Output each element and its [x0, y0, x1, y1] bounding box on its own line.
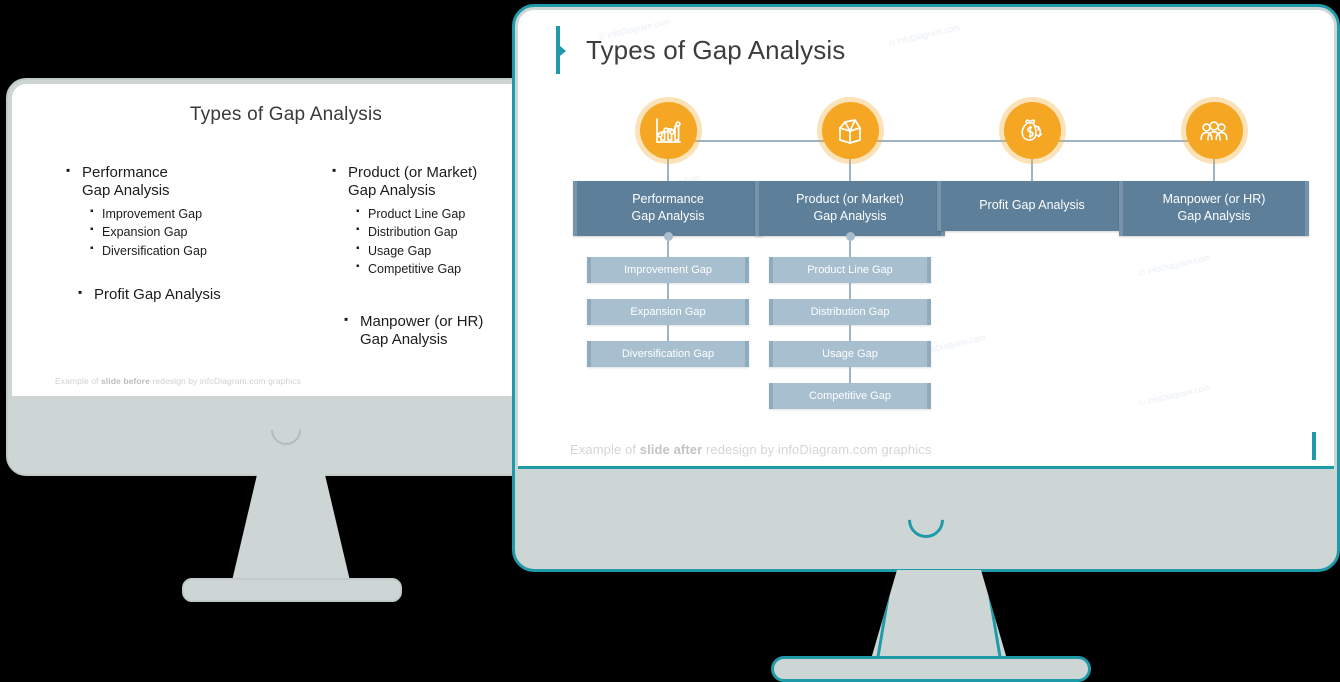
before-footer-prefix: Example of	[55, 376, 101, 386]
before-subitem: Diversification Gap	[90, 242, 286, 261]
sub-stem	[849, 366, 851, 383]
after-footer-bold: slide after	[639, 442, 703, 457]
sub-stem	[667, 282, 669, 299]
spacer	[66, 260, 286, 286]
sub-box[interactable]: Diversification Gap	[587, 340, 749, 367]
node-stem	[1031, 159, 1033, 181]
sub-stem	[849, 324, 851, 341]
before-subitem: Usage Gap	[356, 242, 560, 261]
diagram-node-profit[interactable]: Profit Gap Analysis	[937, 102, 1127, 231]
main-box-line1: Product (or Market)	[796, 192, 904, 206]
before-item-manpower-line1: Manpower (or HR)	[360, 312, 484, 330]
before-subitem: Competitive Gap	[356, 260, 560, 279]
after-slide-header: Types of Gap Analysis	[556, 26, 845, 74]
before-sublist-performance: Improvement Gap Expansion Gap Diversific…	[66, 205, 286, 261]
sub-box-group: Product Line Gap Distribution Gap Usage …	[755, 240, 945, 409]
main-box-label[interactable]: Performance Gap Analysis	[573, 181, 763, 236]
main-box-line1: Manpower (or HR)	[1162, 192, 1266, 206]
before-item-manpower: Manpower (or HR) Gap Analysis	[332, 312, 560, 350]
before-subitem: Product Line Gap	[356, 205, 560, 224]
before-item-product: Product (or Market) Gap Analysis	[332, 163, 560, 201]
before-item-product-line2: Gap Analysis	[348, 182, 436, 200]
diagram-node-product[interactable]: Product (or Market) Gap Analysis Product…	[755, 102, 945, 409]
main-box-line2: Gap Analysis	[631, 209, 705, 224]
sub-box[interactable]: Usage Gap	[769, 340, 931, 367]
after-slide-footer: Example of slide after redesign by infoD…	[570, 442, 931, 457]
before-subitem: Improvement Gap	[90, 205, 286, 224]
watermark: © infoDiagram.com	[887, 21, 962, 49]
main-box-label[interactable]: Product (or Market) Gap Analysis	[755, 181, 945, 236]
before-item-product-line1: Product (or Market)	[348, 164, 478, 181]
diagram-node-performance[interactable]: Performance Gap Analysis Improvement Gap…	[573, 102, 763, 367]
watermark: © infoDiagram.com	[1137, 251, 1212, 279]
main-box-line1: Performance	[632, 192, 704, 206]
sub-box[interactable]: Product Line Gap	[769, 256, 931, 283]
before-slide-title: Types of Gap Analysis	[189, 104, 383, 125]
main-box-label[interactable]: Profit Gap Analysis	[937, 181, 1127, 231]
after-slide-screen: © infoDiagram.com © infoDiagram.com © in…	[518, 10, 1334, 469]
before-footer-bold: slide before	[100, 376, 150, 386]
sub-stem	[667, 324, 669, 341]
before-item-performance-line2: Gap Analysis	[82, 182, 170, 200]
main-box-line2: Gap Analysis	[1177, 209, 1251, 224]
open-box-icon[interactable]	[821, 102, 879, 159]
footer-accent-bar-icon	[1312, 432, 1316, 460]
before-slide-footer: Example of slide before redesign by info…	[55, 376, 301, 386]
before-footer-suffix: redesign by infoDiagram.com graphics	[149, 376, 302, 386]
after-slide-title: Types of Gap Analysis	[586, 34, 846, 65]
after-monitor-stand-neck	[869, 570, 1009, 666]
main-box-line2: Gap Analysis	[813, 209, 887, 224]
timeline-connector-line	[658, 140, 1206, 142]
before-subitem: Expansion Gap	[90, 223, 286, 242]
before-slide-columns: Performance Gap Analysis Improvement Gap…	[12, 163, 560, 353]
after-footer-prefix: Example of	[570, 442, 640, 457]
before-column-left: Performance Gap Analysis Improvement Gap…	[12, 163, 286, 353]
connector-dot	[845, 231, 855, 241]
after-monitor-stand-base	[771, 656, 1091, 682]
before-item-performance: Performance Gap Analysis	[66, 163, 286, 201]
main-box-label[interactable]: Manpower (or HR) Gap Analysis	[1119, 181, 1309, 236]
before-monitor: Types of Gap Analysis Performance Gap An…	[6, 78, 566, 602]
sub-box[interactable]: Improvement Gap	[587, 256, 749, 283]
before-item-performance-line1: Performance	[82, 164, 168, 181]
watermark: © infoDiagram.com	[1137, 381, 1212, 409]
diagram-node-manpower[interactable]: Manpower (or HR) Gap Analysis	[1119, 102, 1309, 236]
node-stem	[849, 159, 851, 181]
title-accent-bar-icon	[556, 26, 566, 74]
after-footer-suffix: redesign by infoDiagram.com graphics	[702, 442, 932, 457]
sub-box[interactable]: Distribution Gap	[769, 298, 931, 325]
before-item-profit: Profit Gap Analysis	[66, 285, 286, 304]
before-slide-screen: Types of Gap Analysis Performance Gap An…	[12, 84, 560, 396]
sub-box-group: Improvement Gap Expansion Gap Diversific…	[573, 240, 763, 367]
before-item-manpower-line2: Gap Analysis	[360, 330, 448, 348]
node-stem	[1213, 159, 1215, 181]
money-bag-refresh-icon[interactable]	[1003, 102, 1061, 159]
before-sublist-product: Product Line Gap Distribution Gap Usage …	[332, 205, 560, 279]
after-monitor: © infoDiagram.com © infoDiagram.com © in…	[512, 4, 1340, 682]
main-box-line1: Profit Gap Analysis	[979, 198, 1085, 213]
sub-box[interactable]: Expansion Gap	[587, 298, 749, 325]
before-monitor-stand-neck	[231, 473, 351, 585]
before-column-right: Product (or Market) Gap Analysis Product…	[286, 163, 560, 353]
sub-stem	[849, 282, 851, 299]
before-monitor-stand-base	[182, 578, 402, 602]
bar-chart-trend-icon[interactable]	[639, 102, 697, 159]
people-group-icon[interactable]	[1185, 102, 1243, 159]
node-stem	[667, 159, 669, 181]
before-subitem: Distribution Gap	[356, 223, 560, 242]
sub-box[interactable]: Competitive Gap	[769, 382, 931, 409]
sub-stem	[849, 240, 851, 257]
connector-dot	[663, 231, 673, 241]
sub-stem	[667, 240, 669, 257]
